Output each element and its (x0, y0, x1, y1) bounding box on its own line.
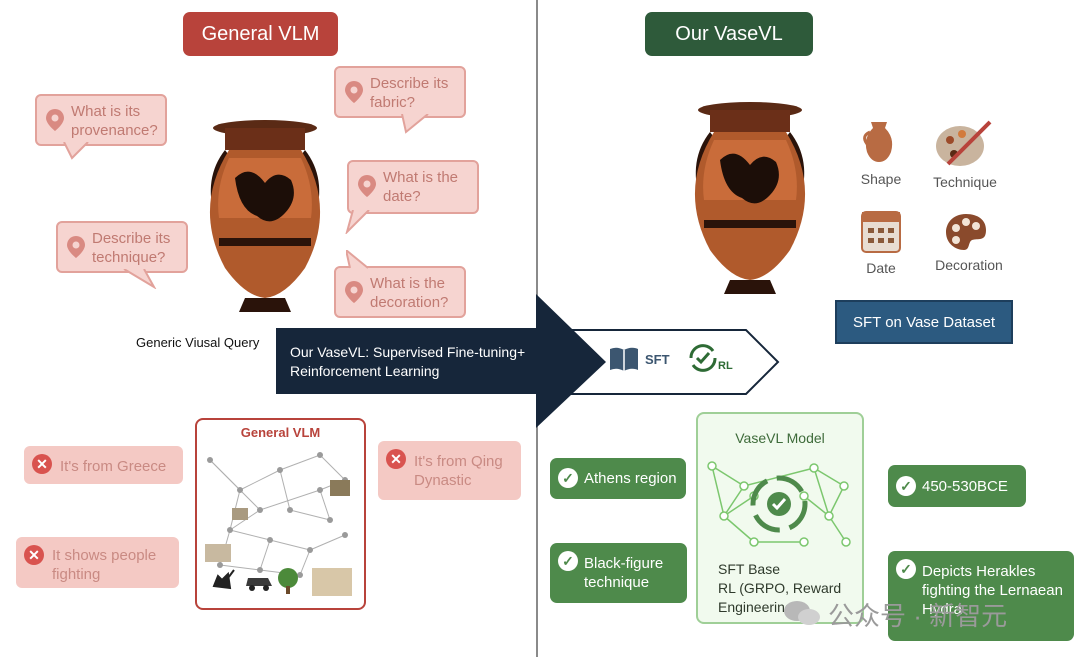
wrong-answer-fighting: ✕ It shows people fighting (16, 537, 179, 588)
neural-network-graph (205, 452, 352, 596)
question-text: Describe its technique? (92, 230, 171, 266)
general-vlm-header: General VLM (183, 12, 338, 56)
wrong-answer-text: It's from Greece (60, 458, 167, 475)
check-icon: ✓ (558, 551, 578, 571)
vasevl-header: Our VaseVL (645, 12, 813, 56)
green-network-graph (707, 461, 851, 547)
vasevl-model-line2: RL (GRPO, Reward (718, 580, 842, 596)
paint-palette-icon (946, 214, 986, 250)
check-icon: ✓ (558, 468, 578, 488)
question-date: What is the date? (347, 160, 479, 214)
watermark-text: 公众号 · 新智元 (828, 601, 1008, 631)
thumbnail-image (312, 568, 352, 596)
stage-rl: RL (718, 360, 733, 372)
thumbnail-image (330, 480, 350, 496)
x-icon: ✕ (24, 545, 44, 565)
training-arrow (276, 294, 780, 428)
question-text: What is the decoration? (370, 275, 449, 311)
attribute-shape: Shape (860, 171, 902, 187)
cat-icon (212, 569, 235, 590)
palette-brush-icon (936, 120, 992, 166)
arrow-text-line1: Our VaseVL: Supervised Fine-tuning+ (290, 344, 526, 360)
check-icon: ✓ (896, 476, 916, 496)
question-decoration: What is the decoration? (334, 266, 466, 318)
question-technique: Describe its technique? (56, 221, 188, 273)
correct-answer-athens: ✓ Athens region (550, 458, 686, 499)
correct-answer-text: Athens region (584, 470, 677, 487)
wechat-icon (784, 601, 820, 625)
bubble-tail (345, 210, 370, 234)
vasevl-model-title: VaseVL Model (735, 430, 825, 446)
location-pin-icon (46, 109, 64, 131)
attribute-date: Date (866, 260, 896, 276)
bubble-tail (346, 250, 369, 269)
bubble-tail (123, 269, 157, 289)
vasevl-model-line3: Engineering) (718, 599, 798, 615)
thumbnail-image (205, 544, 231, 562)
arrow-text: Our VaseVL: Supervised Fine-tuning+ Rein… (290, 343, 525, 381)
refresh-check-icon (689, 344, 717, 372)
correct-answer-text: 450-530BCE (922, 478, 1008, 495)
location-pin-icon (345, 81, 363, 103)
check-icon: ✓ (896, 559, 916, 579)
correct-answer-technique: ✓ Black-figure technique (550, 543, 687, 603)
right-vase-image (694, 102, 806, 294)
wrong-answer-text: It's from Qing Dynastic (414, 453, 503, 489)
correct-answer-date: ✓ 450-530BCE (888, 465, 1026, 507)
question-text: What is its provenance? (71, 103, 158, 139)
location-pin-icon (67, 236, 85, 258)
question-provenance: What is its provenance? (35, 94, 167, 146)
location-pin-icon (345, 281, 363, 303)
left-vase-image (209, 120, 321, 312)
vasevl-model-line1: SFT Base (718, 561, 780, 577)
stage-sft: SFT (645, 352, 670, 367)
x-icon: ✕ (32, 454, 52, 474)
wrong-answer-text: It shows people fighting (52, 547, 157, 583)
book-icon (610, 347, 638, 371)
vasevl-model-desc: SFT Base RL (GRPO, Reward Engineering) (718, 560, 841, 617)
location-pin-icon (358, 175, 376, 197)
correct-answer-text: Black-figure technique (584, 555, 664, 591)
correct-answer-herakles: ✓ Depicts Herakles fighting the Lernaean… (888, 551, 1074, 641)
bubble-tail (63, 142, 89, 160)
query-label: Generic Viusal Query (136, 335, 260, 350)
sft-dataset-box: SFT on Vase Dataset (835, 300, 1013, 344)
thumbnail-image (232, 508, 248, 520)
wrong-answer-greece: ✕ It's from Greece (24, 446, 183, 484)
question-fabric: Describe its fabric? (334, 66, 466, 118)
general-vlm-box-title: General VLM (240, 425, 321, 440)
correct-answer-text: Depicts Herakles fighting the Lernaean H… (922, 563, 1063, 618)
vase-shape-icon (863, 122, 893, 162)
question-text: Describe its fabric? (370, 75, 449, 111)
arrow-text-line2: Reinforcement Learning (290, 363, 440, 379)
calendar-icon (861, 211, 901, 253)
attribute-technique: Technique (933, 174, 997, 190)
question-text: What is the date? (383, 169, 459, 205)
wrong-answer-qing: ✕ It's from Qing Dynastic (378, 441, 521, 500)
tree-icon (278, 568, 298, 588)
x-icon: ✕ (386, 449, 406, 469)
car-icon (246, 578, 272, 586)
bubble-tail (401, 114, 429, 134)
attribute-decoration: Decoration (935, 257, 1003, 273)
watermark: 公众号 · 新智元 (782, 594, 1042, 634)
